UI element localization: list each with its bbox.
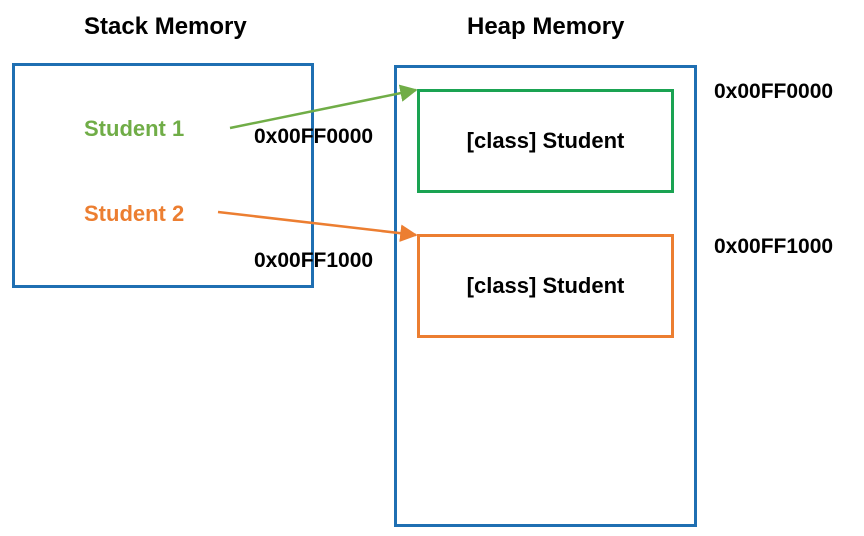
stack-var-student-1: Student 1 <box>84 116 185 141</box>
stack-var-student-2: Student 2 <box>84 201 185 226</box>
reference-address-2: 0x00FF1000 <box>254 249 374 272</box>
heap-memory-title: Heap Memory <box>467 13 625 40</box>
heap-address-1: 0x00FF0000 <box>714 80 834 103</box>
stack-memory-box <box>12 63 314 288</box>
reference-address-1: 0x00FF0000 <box>254 125 374 148</box>
heap-object-label: [class] Student <box>466 273 625 298</box>
heap-object-student-1: [class] Student <box>417 89 674 193</box>
stack-memory-title: Stack Memory <box>84 13 247 40</box>
heap-address-2: 0x00FF1000 <box>714 235 834 258</box>
heap-memory-box <box>394 65 697 527</box>
heap-object-student-2: [class] Student <box>417 234 674 338</box>
heap-object-label: [class] Student <box>466 128 625 153</box>
